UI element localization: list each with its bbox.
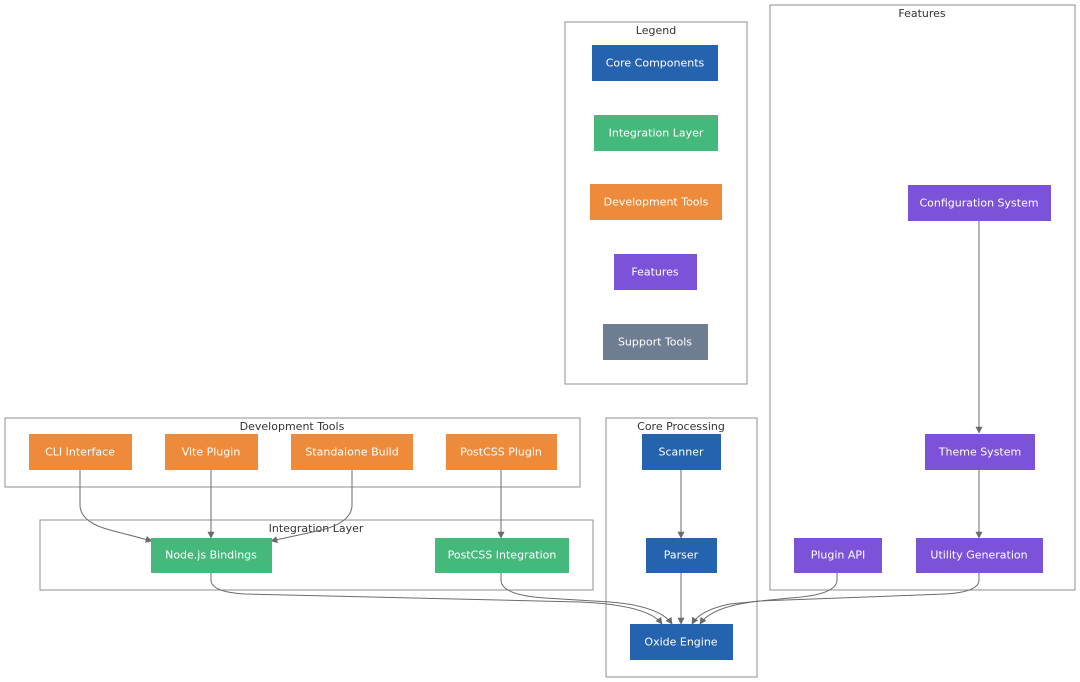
node-nodejs-bindings-label: Node.js Bindings (165, 549, 257, 562)
features-cluster: Features (769, 4, 1076, 591)
node-scanner: Scanner (642, 434, 721, 470)
node-vite-plugin-label: Vite Plugin (182, 446, 241, 459)
features-cluster-title: Features (898, 7, 946, 20)
node-plugin-api: Plugin API (794, 538, 882, 573)
edge-postcss-integration-to-oxide (500, 573, 673, 625)
development-tools-cluster-title: Development Tools (240, 420, 345, 433)
node-standalone-build: Standalone Build (291, 434, 413, 470)
edge-cli-to-nodejs (79, 470, 153, 543)
integration-layer-cluster-title: Integration Layer (269, 522, 364, 535)
node-scanner-label: Scanner (658, 446, 703, 459)
node-postcss-integration-label: PostCSS Integration (448, 549, 557, 562)
legend-integration-layer-label: Integration Layer (609, 127, 704, 140)
node-utility-generation-label: Utility Generation (930, 549, 1027, 562)
node-postcss-plugin-label: PostCSS Plugin (460, 446, 542, 459)
node-standalone-build-label: Standalone Build (305, 446, 398, 459)
edges (79, 221, 983, 625)
node-cli-interface-label: CLI Interface (45, 446, 115, 459)
core-processing-cluster-title: Core Processing (637, 420, 725, 433)
legend-features: Features (614, 254, 697, 290)
legend-title: Legend (636, 24, 676, 37)
legend-core-components: Core Components (592, 45, 718, 81)
node-parser: Parser (646, 538, 717, 573)
node-parser-label: Parser (664, 549, 699, 562)
legend-development-tools-label: Development Tools (604, 196, 709, 209)
node-postcss-integration: PostCSS Integration (435, 538, 569, 573)
legend-core-components-label: Core Components (606, 57, 705, 70)
node-theme-system: Theme System (925, 434, 1035, 470)
node-configuration-system-label: Configuration System (919, 197, 1038, 210)
node-postcss-plugin: PostCSS Plugin (446, 434, 557, 470)
node-oxide-engine: Oxide Engine (630, 624, 733, 660)
legend-development-tools: Development Tools (590, 184, 722, 220)
edge-standalone-to-nodejs (270, 470, 353, 544)
node-theme-system-label: Theme System (938, 446, 1021, 459)
legend-support-tools: Support Tools (603, 324, 708, 360)
node-oxide-engine-label: Oxide Engine (644, 636, 717, 649)
node-cli-interface: CLI Interface (29, 434, 132, 470)
legend-features-label: Features (631, 266, 679, 279)
node-vite-plugin: Vite Plugin (165, 434, 258, 470)
node-utility-generation: Utility Generation (916, 538, 1043, 573)
node-configuration-system: Configuration System (908, 185, 1051, 221)
edge-utility-to-oxide (699, 573, 980, 625)
edge-plugin-api-to-oxide (691, 573, 838, 625)
node-nodejs-bindings: Node.js Bindings (151, 538, 272, 573)
legend-integration-layer: Integration Layer (594, 115, 718, 151)
edge-nodejs-to-oxide (210, 573, 663, 625)
node-plugin-api-label: Plugin API (811, 549, 866, 562)
legend-support-tools-label: Support Tools (618, 336, 692, 349)
